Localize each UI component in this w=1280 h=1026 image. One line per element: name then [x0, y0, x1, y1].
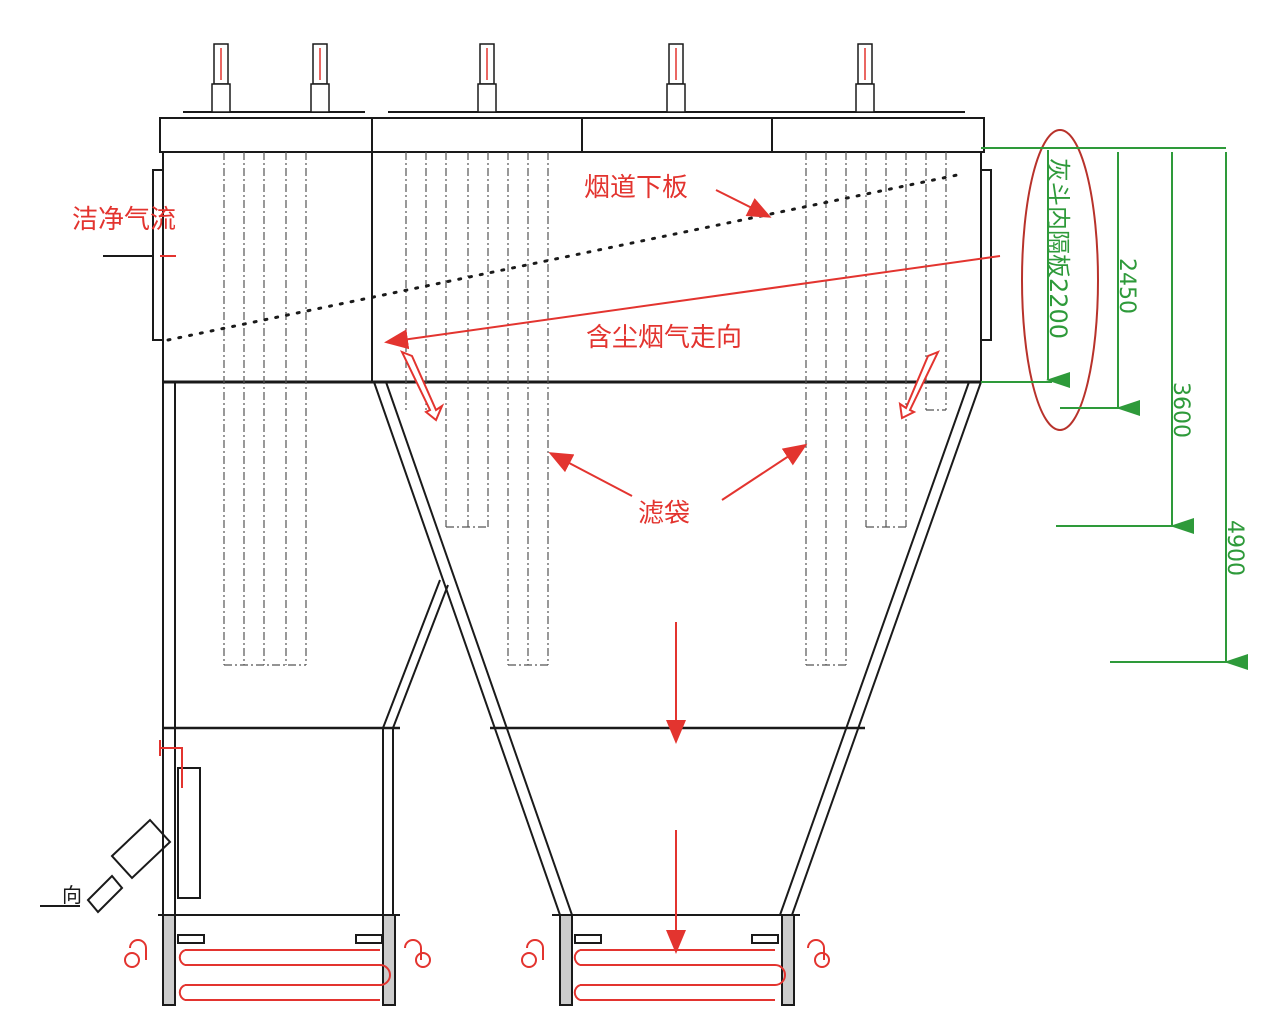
dimension-4900: 4900 [1222, 520, 1247, 576]
dimension-2450: 2450 [1114, 258, 1139, 314]
blowpipe-3 [477, 43, 497, 113]
upper-chamber [103, 151, 992, 384]
main-hopper [373, 381, 982, 916]
top-cover-assembly [159, 111, 985, 153]
hopper-left-partition [382, 579, 449, 729]
hopper-partition-highlight [1021, 129, 1099, 431]
ash-hopper-heater-left [124, 914, 431, 1006]
direction-marker-label: 向 [62, 883, 82, 907]
left-column-structure [158, 382, 400, 1005]
blowpipe-headers [211, 43, 875, 113]
filter-bag-group-right [805, 152, 947, 666]
annotation-arrows [160, 189, 1001, 954]
filter-bag-group-left [223, 152, 307, 666]
dimension-3600: 3600 [1168, 382, 1193, 438]
blowpipe-4 [666, 43, 686, 113]
inlet-nozzle [40, 740, 201, 914]
filter-bag-group-mid-left [405, 152, 489, 528]
filter-bag-group-center [507, 152, 549, 666]
dimension-lines [981, 147, 1248, 670]
filter-bags-label: 滤袋 [638, 499, 690, 529]
dusty-gas-direction-label: 含尘烟气走向 [586, 323, 742, 353]
blowpipe-5 [855, 43, 875, 113]
hopper-partition-label: 灰斗内隔板2200 [1044, 158, 1072, 339]
blowpipe-2 [310, 43, 330, 113]
blowpipe-1 [211, 43, 231, 113]
flue-lower-plate-line [166, 172, 964, 342]
ash-hopper-heater-right [521, 914, 830, 1006]
clean-airflow-label: 洁净气流 [72, 205, 176, 235]
flue-lower-plate-label: 烟道下板 [584, 173, 688, 203]
